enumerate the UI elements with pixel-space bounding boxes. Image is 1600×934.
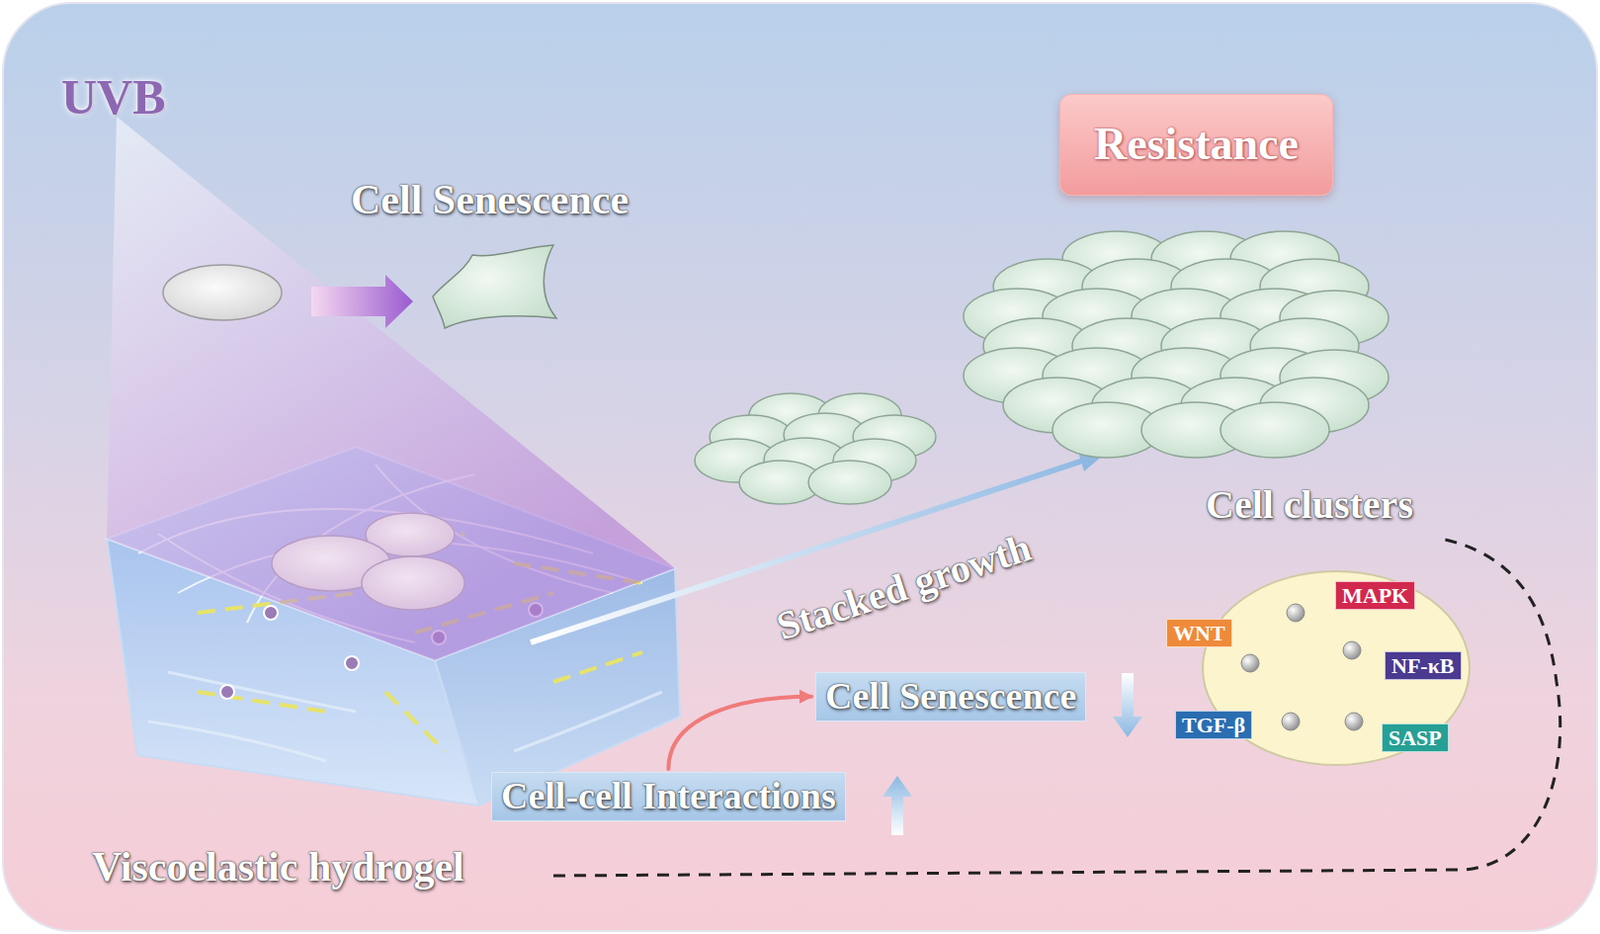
node-text: Resistance — [1094, 118, 1299, 171]
label-text: Cell Senescence — [350, 175, 629, 224]
small-cell-cluster-part — [808, 460, 892, 505]
material-label: Viscoelastic hydrogel — [91, 842, 465, 891]
crosslink-dots-part — [220, 684, 235, 699]
node-text: TGF-β — [1181, 712, 1246, 738]
pathway-dots-part — [1281, 712, 1300, 731]
object-label: Cell clusters — [1205, 482, 1414, 528]
dashed-link — [553, 538, 1561, 876]
increase-arrow — [882, 775, 913, 836]
hydrogel-block-part — [148, 672, 663, 761]
crosslink-dots-part — [344, 656, 359, 671]
crosslink-dots-part — [263, 605, 278, 620]
curved-arrow — [668, 696, 812, 769]
senescent-cell — [432, 245, 557, 329]
senescence-arrow — [311, 274, 414, 329]
node-text: NF-κB — [1391, 653, 1455, 678]
label-text: UVB — [61, 69, 167, 127]
large-cell-cluster — [963, 231, 1389, 458]
pathway-tag: MAPK — [1335, 581, 1416, 610]
pathway-tag: TGF-β — [1175, 710, 1253, 740]
node-text: MAPK — [1342, 583, 1409, 608]
pathway-tag: NF-κB — [1384, 651, 1462, 680]
label-text: Viscoelastic hydrogel — [91, 842, 465, 891]
pathway-dots-part — [1343, 641, 1361, 660]
process-box: Cell Senescence — [815, 672, 1087, 722]
pathway-dots-part — [1241, 654, 1260, 673]
label-text: Cell clusters — [1205, 482, 1414, 528]
stimulus-label: UVB — [61, 69, 167, 127]
pathway-dots — [1241, 603, 1363, 731]
node-text: Cell Senescence — [825, 674, 1077, 719]
decrease-arrow — [1112, 673, 1143, 738]
pathway-dots-part — [1345, 712, 1363, 731]
uvb-light-cone — [106, 116, 675, 661]
process-box: Cell-cell Interactions — [491, 771, 846, 822]
pathway-tag: WNT — [1166, 618, 1233, 648]
pathway-tag: SASP — [1381, 723, 1449, 753]
cells-on-hydrogel-part — [361, 556, 465, 610]
cells-on-hydrogel — [271, 512, 465, 610]
result-box: Resistance — [1059, 93, 1334, 196]
node-text: SASP — [1388, 725, 1442, 751]
node-text: Cell-cell Interactions — [501, 774, 837, 819]
pathway-dots-part — [1286, 603, 1305, 622]
small-cell-cluster — [694, 393, 936, 505]
node-text: WNT — [1173, 620, 1226, 646]
process-label: Cell Senescence — [350, 175, 629, 224]
large-cell-cluster-part — [1220, 402, 1330, 458]
normal-cell — [163, 264, 282, 321]
